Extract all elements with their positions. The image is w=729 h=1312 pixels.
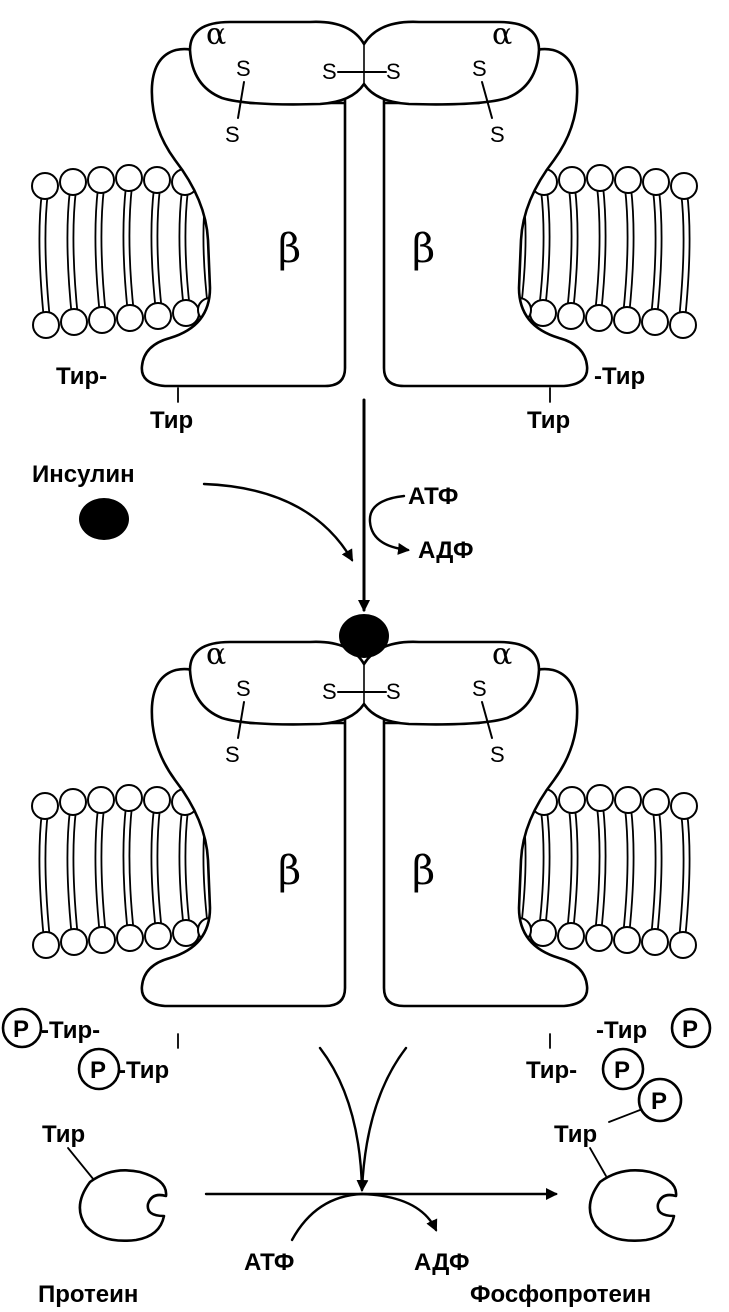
- atp-in-arrow: [292, 1194, 362, 1240]
- beta-left: β: [278, 226, 301, 272]
- atp-adp-arrow: [370, 496, 408, 550]
- binding-arrow: [204, 484, 352, 560]
- phosphate-label: P: [90, 1057, 106, 1084]
- sulfur: S: [490, 742, 505, 767]
- tyrosine-label: Тир-: [56, 363, 107, 390]
- tyrosine-label: -Тир: [118, 1057, 169, 1084]
- phosphate-label: P: [651, 1088, 667, 1115]
- alpha-right: α: [492, 637, 512, 672]
- receptor-activated: α α S S S S S S β β P -Тир- P -Тир -Тир …: [3, 614, 710, 1089]
- tyrosine-label: Тир: [150, 407, 193, 434]
- sulfur: S: [472, 676, 487, 701]
- atp-label: АТФ: [408, 483, 458, 510]
- sulfur: S: [490, 122, 505, 147]
- sulfur: S: [386, 59, 401, 84]
- sulfur: S: [386, 679, 401, 704]
- sulfur: S: [236, 676, 251, 701]
- tyrosine-label: Тир-: [526, 1057, 577, 1084]
- converging-arrow-left: [320, 1048, 362, 1190]
- sulfur: S: [236, 56, 251, 81]
- phosphoprotein-label: Фосфопротеин: [470, 1281, 651, 1308]
- activation-step: Инсулин АТФ АДФ: [32, 400, 474, 610]
- phosphoprotein-shape: [590, 1170, 676, 1240]
- insulin-molecule: [79, 498, 129, 540]
- atp-label: АТФ: [244, 1249, 294, 1276]
- alpha-left: α: [206, 637, 226, 672]
- beta-right: β: [412, 226, 435, 272]
- adp-label: АДФ: [414, 1249, 470, 1276]
- tyrosine-label: -Тир: [596, 1017, 647, 1044]
- tyrosine-label: Тир: [527, 407, 570, 434]
- alpha-right: α: [492, 17, 512, 52]
- sulfur: S: [322, 59, 337, 84]
- sulfur: S: [472, 56, 487, 81]
- phosphate-label: P: [682, 1016, 698, 1043]
- adp-out-arrow: [362, 1194, 436, 1230]
- tyrosine-label: Тир: [554, 1121, 597, 1148]
- protein-label: Протеин: [38, 1281, 138, 1308]
- alpha-left: α: [206, 17, 226, 52]
- tyrosine-label: -Тир: [594, 363, 645, 390]
- protein-shape: [80, 1170, 166, 1240]
- sulfur: S: [225, 122, 240, 147]
- substrate-phosphorylation: Тир АТФ АДФ P Тир Протеин Фосфопротеин: [38, 1048, 681, 1308]
- phosphate-label: P: [13, 1016, 29, 1043]
- beta-left: β: [278, 848, 301, 894]
- receptor-body: [142, 22, 587, 386]
- converging-arrow-right: [362, 1048, 406, 1190]
- insulin-label: Инсулин: [32, 461, 135, 488]
- sulfur: S: [225, 742, 240, 767]
- adp-label: АДФ: [418, 537, 474, 564]
- tyrosine-label: Тир: [42, 1121, 85, 1148]
- sulfur: S: [322, 679, 337, 704]
- phosphate-label: P: [614, 1057, 630, 1084]
- beta-right: β: [412, 848, 435, 894]
- tyrosine-label: -Тир-: [41, 1017, 100, 1044]
- receptor-inactive: α α S S S S S S β β Тир- Тир -Тир Тир: [32, 17, 697, 434]
- bound-insulin: [339, 614, 389, 658]
- receptor-body: [142, 642, 587, 1006]
